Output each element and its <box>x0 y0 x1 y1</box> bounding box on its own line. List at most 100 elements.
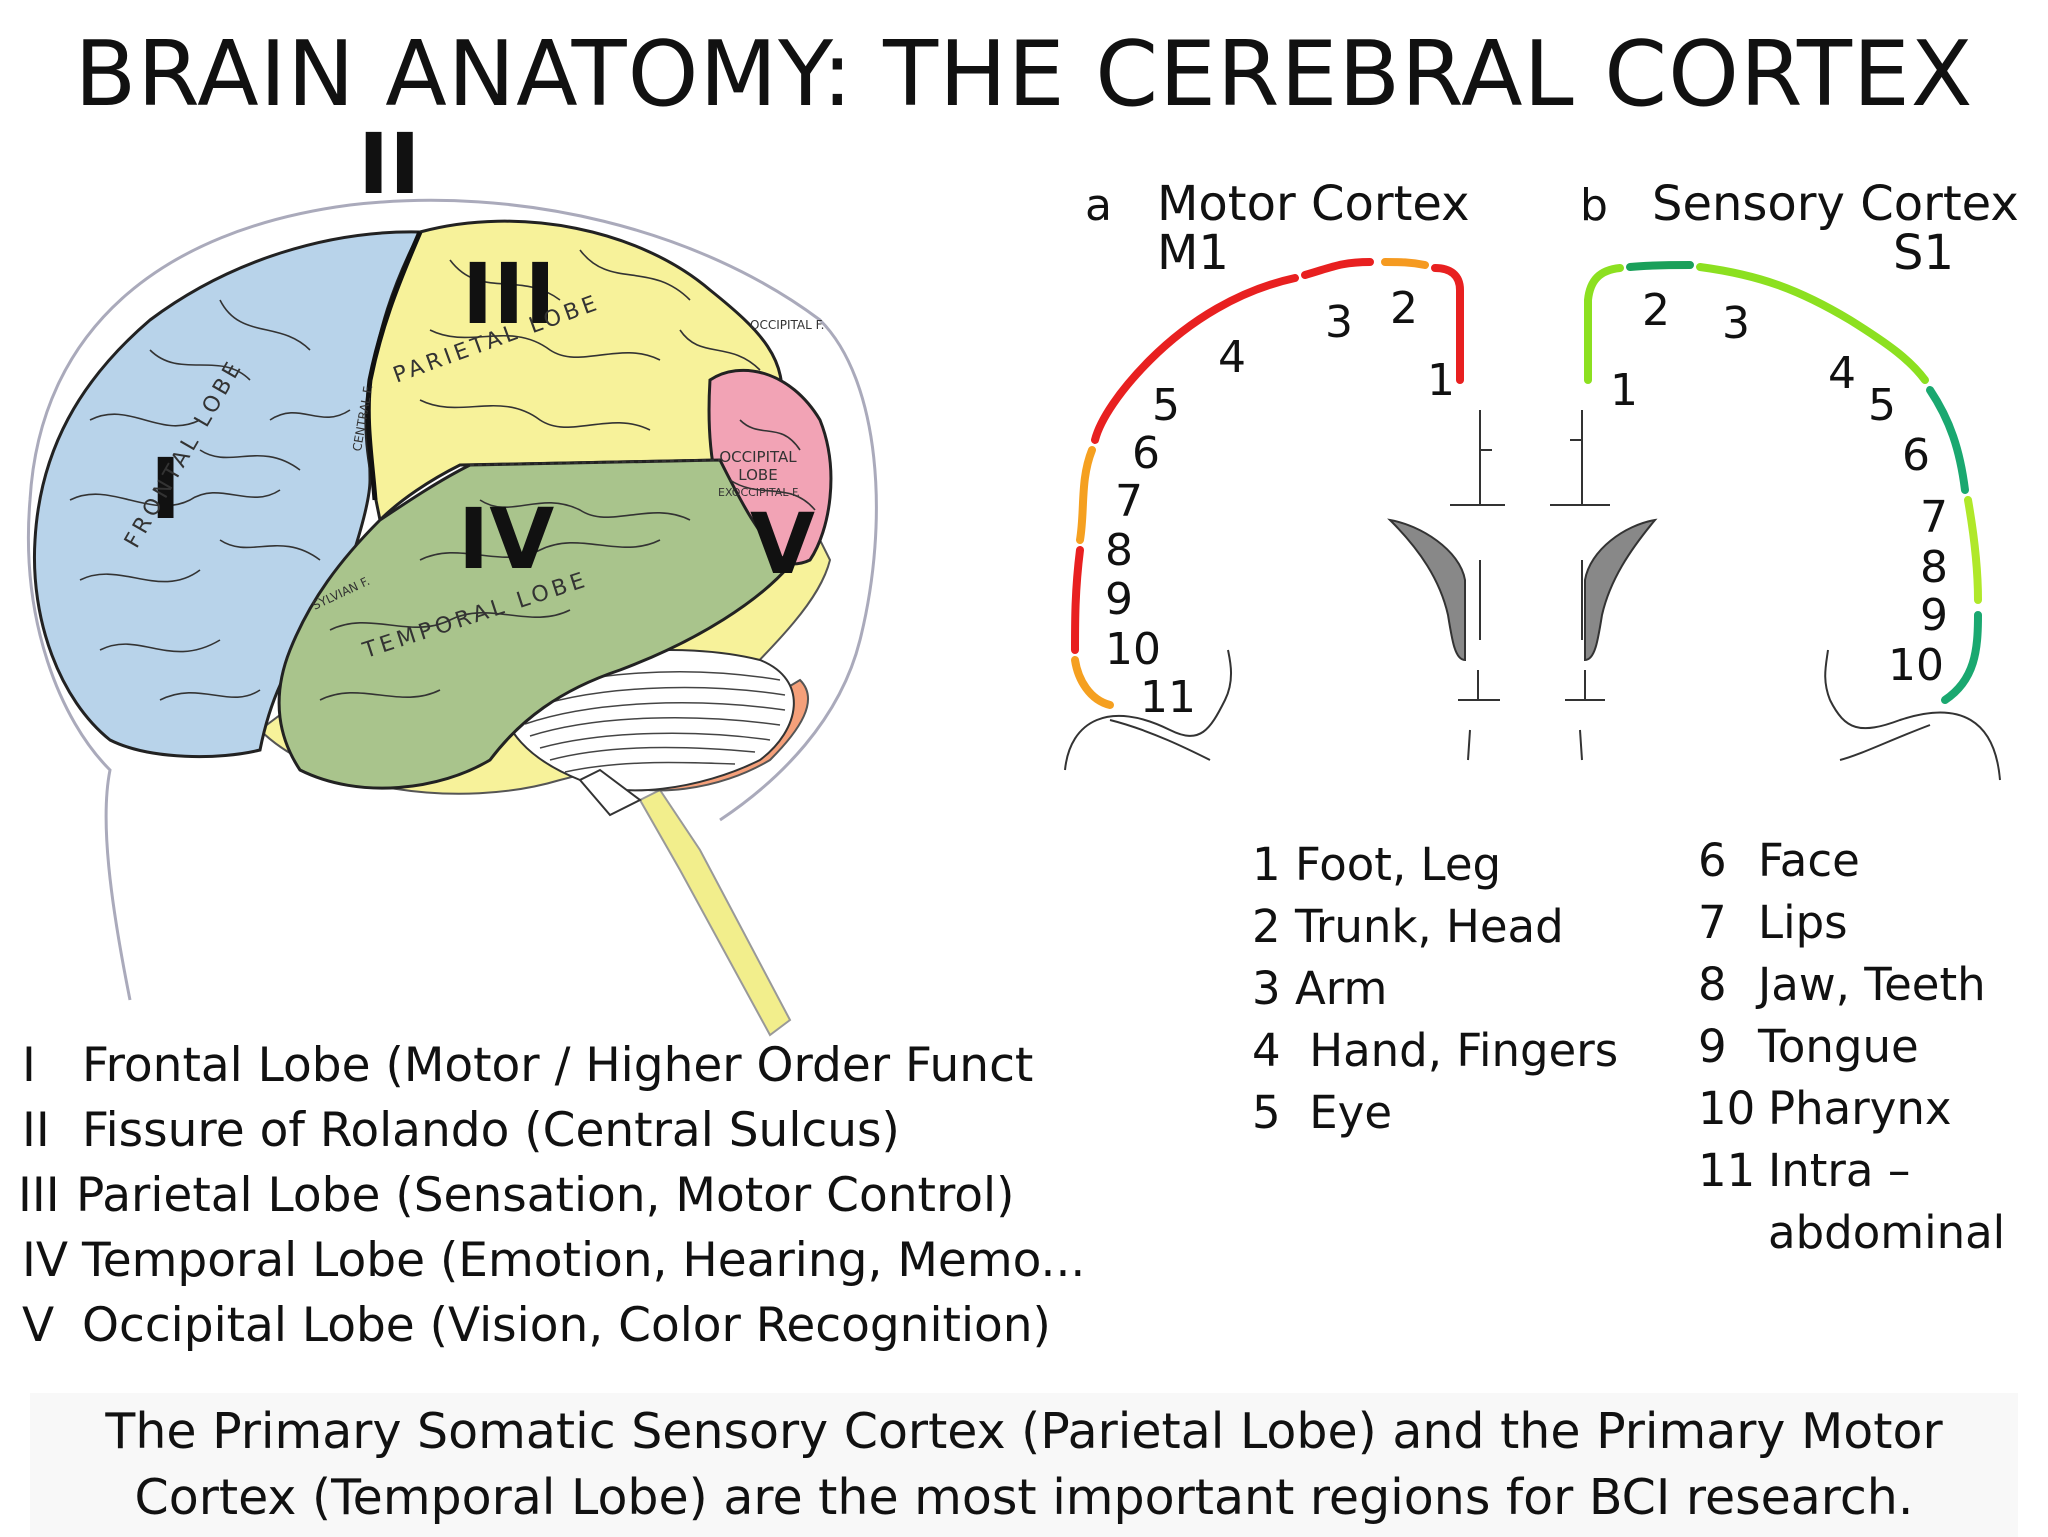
motor-number: 7 <box>1115 476 1143 527</box>
legend-num: V <box>22 1298 55 1353</box>
key-text: abdominal <box>1768 1206 2006 1259</box>
occipital-fissure-label: OCCIPITAL F. <box>750 318 825 332</box>
sensory-code: S1 <box>1893 225 1955 281</box>
legend-text: Occipital Lobe (Vision, Color Recognitio… <box>82 1298 1051 1353</box>
marker-i: I <box>150 440 182 538</box>
sensory-arc-segment <box>1584 264 1624 384</box>
spinal-cord <box>638 788 792 1037</box>
legend-row: II Fissure of Rolando (Central Sulcus) <box>22 1103 900 1158</box>
sensory-number: 6 <box>1902 430 1930 481</box>
sensory-arc-segment <box>1926 386 1969 494</box>
sensory-number: 4 <box>1828 348 1856 399</box>
sensory-number: 9 <box>1920 590 1948 641</box>
right-ventricle <box>1584 518 1658 662</box>
central-structures <box>1064 410 2001 781</box>
key-item: 3 Arm <box>1252 962 1387 1015</box>
key-num: 4 <box>1252 1024 1281 1077</box>
key-text: Intra – <box>1768 1144 1911 1197</box>
key-text: Lips <box>1758 896 1848 949</box>
occipital-lobe-label: OCCIPITAL LOBE <box>719 448 797 484</box>
key-num: 8 <box>1698 958 1727 1011</box>
key-item: 7 Lips <box>1698 896 1848 949</box>
key-item: 6 Face <box>1698 834 1860 887</box>
marker-iii: III <box>462 245 556 343</box>
key-item: 5 Eye <box>1252 1086 1392 1139</box>
brain-illustration <box>26 198 878 1037</box>
motor-arc-segment <box>1301 258 1374 279</box>
exoccipital-fissure-label: EXOCCIPITAL F. <box>718 486 800 499</box>
marker-iv: IV <box>458 490 555 588</box>
motor-arc-segment <box>1091 274 1299 444</box>
sensory-number: 1 <box>1610 365 1638 416</box>
sensory-number: 8 <box>1920 542 1948 593</box>
key-text: Arm <box>1294 962 1388 1015</box>
key-item: abdominal <box>1768 1206 2005 1259</box>
legend-text: Frontal Lobe (Motor / Higher Order Funct <box>82 1038 1034 1093</box>
key-item: 4 Hand, Fingers <box>1252 1024 1618 1077</box>
motor-arc-segment <box>1381 258 1429 269</box>
motor-arc-segment <box>1076 446 1096 544</box>
key-item: 2 Trunk, Head <box>1252 900 1564 953</box>
sensory-number: 2 <box>1642 285 1670 336</box>
motor-arc-segment <box>1071 656 1114 709</box>
motor-arc-segment <box>1431 264 1464 384</box>
legend-num: IV <box>22 1233 69 1288</box>
motor-arc-segment <box>1071 546 1084 654</box>
motor-number: 9 <box>1105 574 1133 625</box>
legend-row: I Frontal Lobe (Motor / Higher Order Func… <box>22 1038 1033 1093</box>
key-text: Pharynx <box>1768 1082 1952 1135</box>
key-item: 8 Jaw, Teeth <box>1698 958 1986 1011</box>
legend-num: II <box>22 1103 50 1158</box>
legend-text: Temporal Lobe (Emotion, Hearing, Memo... <box>82 1233 1086 1288</box>
sensory-number: 3 <box>1722 298 1750 349</box>
motor-number: 6 <box>1132 428 1160 479</box>
key-text: Foot, Leg <box>1294 838 1502 891</box>
legend-num: I <box>22 1038 36 1093</box>
legend-num: III <box>18 1168 60 1223</box>
sensory-letter: b <box>1580 180 1608 231</box>
sensory-arc <box>1584 261 1982 704</box>
motor-number: 10 <box>1105 624 1161 675</box>
motor-number: 8 <box>1105 525 1133 576</box>
key-text: Face <box>1758 834 1860 887</box>
key-num: 7 <box>1698 896 1727 949</box>
key-num: 2 <box>1252 900 1281 953</box>
motor-number: 4 <box>1218 332 1246 383</box>
motor-number: 5 <box>1152 380 1180 431</box>
motor-arc <box>1071 258 1464 709</box>
key-num: 9 <box>1698 1020 1727 1073</box>
legend-text: Fissure of Rolando (Central Sulcus) <box>82 1103 900 1158</box>
page-title: BRAIN ANATOMY: THE CEREBRAL CORTEX <box>74 22 1974 127</box>
motor-number: 2 <box>1390 283 1418 334</box>
key-text: Hand, Fingers <box>1309 1024 1619 1077</box>
motor-number: 1 <box>1427 355 1455 406</box>
sensory-arc-segment <box>1964 496 1982 604</box>
sensory-title: Sensory Cortex <box>1652 176 2019 232</box>
key-num: 1 <box>1252 838 1281 891</box>
key-num: 5 <box>1252 1086 1281 1139</box>
head-outline <box>26 198 878 1001</box>
key-num: 6 <box>1698 834 1727 887</box>
sensory-arc-segment <box>1626 261 1694 271</box>
key-text: Tongue <box>1758 1020 1919 1073</box>
key-text: Trunk, Head <box>1294 900 1564 953</box>
key-num: 11 <box>1698 1144 1756 1197</box>
key-text: Eye <box>1309 1086 1392 1139</box>
key-item: 9 Tongue <box>1698 1020 1919 1073</box>
sulci <box>69 249 816 701</box>
key-num: 3 <box>1252 962 1281 1015</box>
central-fissure <box>365 231 423 501</box>
key-num: 10 <box>1698 1082 1756 1135</box>
sensory-number: 10 <box>1888 640 1944 691</box>
left-ventricle <box>1387 518 1466 662</box>
motor-number: 3 <box>1325 297 1353 348</box>
motor-title: Motor Cortex <box>1157 176 1470 232</box>
sensory-arc-segment <box>1941 611 1982 704</box>
key-text: Jaw, Teeth <box>1758 958 1986 1011</box>
sensory-number: 7 <box>1920 492 1948 543</box>
sensory-arc-segment <box>1696 263 1929 384</box>
sensory-number: 5 <box>1868 380 1896 431</box>
